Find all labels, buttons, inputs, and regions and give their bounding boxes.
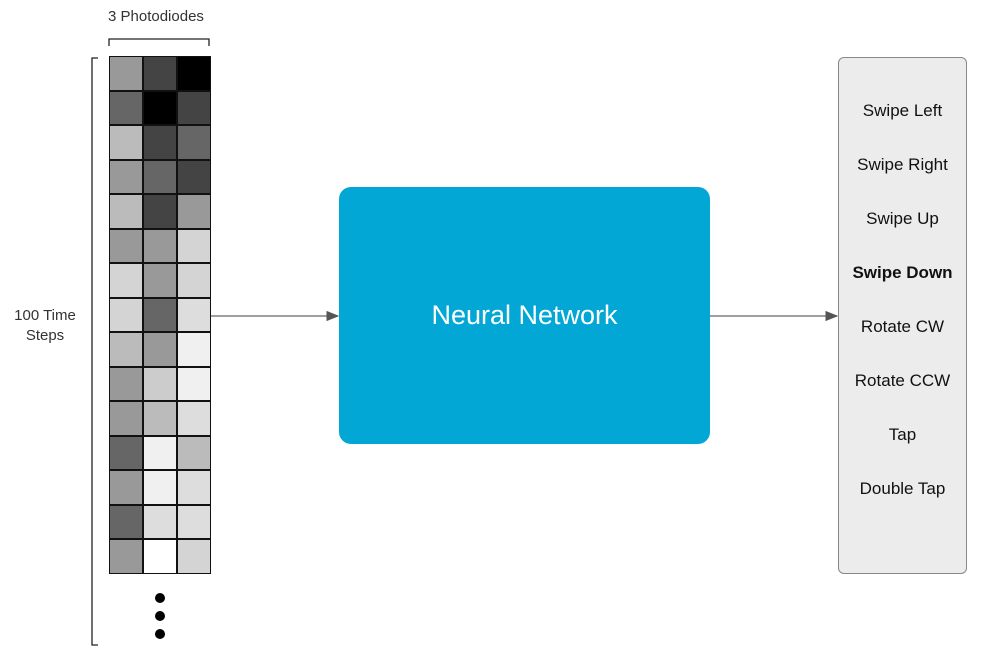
grid-cell xyxy=(177,435,211,471)
grid-cell xyxy=(177,297,211,333)
grid-cell xyxy=(109,332,143,367)
neural-network-box: Neural Network xyxy=(339,187,710,444)
output-item-double-tap: Double Tap xyxy=(859,479,946,498)
grid-cell xyxy=(143,159,177,195)
grid-cell xyxy=(143,297,177,333)
grid-cell xyxy=(143,90,177,126)
time-steps-label-line2: Steps xyxy=(25,327,65,344)
neural-network-label: Neural Network xyxy=(431,300,618,330)
grid-cell xyxy=(177,401,211,436)
grid-cell xyxy=(109,504,143,540)
grid-cell xyxy=(109,297,143,333)
grid-cell xyxy=(143,332,177,367)
grid-cell xyxy=(143,263,177,298)
grid-cell xyxy=(109,263,143,298)
grid-cell xyxy=(143,470,177,505)
time-steps-label: 100 Time Steps xyxy=(6,306,84,346)
grid-cell xyxy=(177,504,211,540)
grid-cell xyxy=(143,504,177,540)
grid-cell xyxy=(143,56,177,91)
grid-cell xyxy=(109,366,143,402)
grid-cell xyxy=(109,56,143,91)
grid-cell xyxy=(177,56,211,91)
grid-cell xyxy=(177,90,211,126)
grid-cell xyxy=(143,539,177,574)
grid-cell xyxy=(143,401,177,436)
photodiodes-bracket xyxy=(108,38,210,46)
output-item-swipe-down: Swipe Down xyxy=(852,263,953,282)
photodiodes-label: 3 Photodiodes xyxy=(108,8,204,25)
time-steps-label-line1: 100 Time xyxy=(14,307,76,324)
ellipsis-dot xyxy=(155,593,165,603)
grid-cell xyxy=(177,125,211,160)
grid-cell xyxy=(109,159,143,195)
time-steps-bracket xyxy=(91,57,98,646)
grid-cell xyxy=(109,401,143,436)
output-item-swipe-right: Swipe Right xyxy=(857,155,948,174)
grid-cell xyxy=(109,470,143,505)
grid-cell xyxy=(109,90,143,126)
grid-cell xyxy=(177,228,211,264)
grid-cell xyxy=(143,435,177,471)
grid-cell xyxy=(177,332,211,367)
grid-cell xyxy=(143,366,177,402)
grid-cell xyxy=(109,194,143,229)
grid-cell xyxy=(109,125,143,160)
grid-cell xyxy=(177,159,211,195)
grid-cell xyxy=(177,470,211,505)
output-item-rotate-cw: Rotate CW xyxy=(860,317,945,336)
grid-cell xyxy=(143,194,177,229)
grid-cell xyxy=(143,228,177,264)
output-item-swipe-left: Swipe Left xyxy=(862,101,943,120)
grid-cell xyxy=(109,435,143,471)
ellipsis-dot xyxy=(155,611,165,621)
gesture-output-list: Swipe Left Swipe Right Swipe Up Swipe Do… xyxy=(838,57,967,574)
grid-cell xyxy=(109,539,143,574)
grid-cell xyxy=(177,194,211,229)
output-item-rotate-ccw: Rotate CCW xyxy=(854,371,951,390)
output-item-swipe-up: Swipe Up xyxy=(866,209,939,228)
photodiode-input-grid xyxy=(109,56,211,574)
grid-cell xyxy=(109,228,143,264)
output-item-tap: Tap xyxy=(888,425,917,444)
grid-cell xyxy=(177,263,211,298)
ellipsis-dot xyxy=(155,629,165,639)
grid-cell xyxy=(177,366,211,402)
grid-cell xyxy=(143,125,177,160)
grid-cell xyxy=(177,539,211,574)
